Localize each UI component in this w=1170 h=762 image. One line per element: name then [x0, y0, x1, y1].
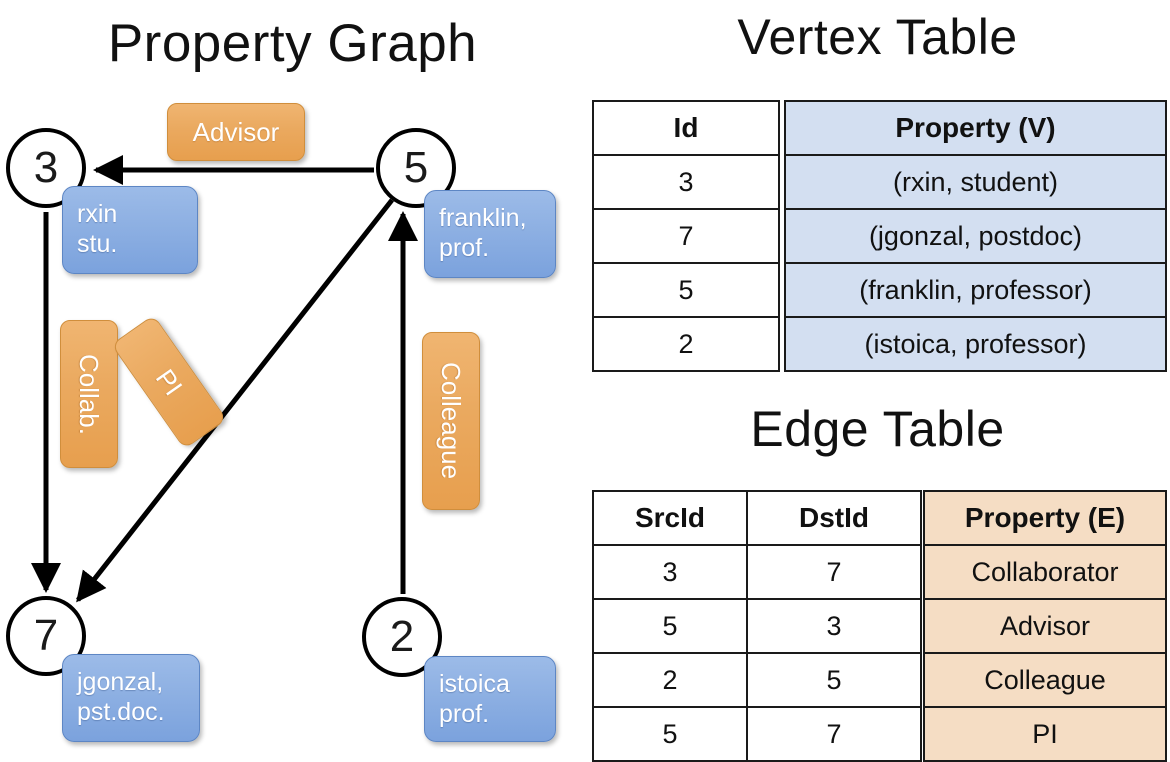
table-row: Advisor	[923, 598, 1167, 654]
node-property-box-rxin: rxin stu.	[62, 186, 198, 274]
table-row: (rxin, student)	[784, 154, 1167, 210]
edge-cell-dstid: 5	[746, 652, 922, 708]
vertex-cell-property: (franklin, professor)	[784, 262, 1167, 318]
node-property-jgonzal-line2: pst.doc.	[77, 698, 165, 726]
edge-cell-property: Collaborator	[923, 544, 1167, 600]
edge-cell-dstid: 7	[746, 544, 922, 600]
table-header-row: Id	[592, 100, 780, 156]
edge-cell-dstid: 3	[746, 598, 922, 654]
vertex-cell-property: (jgonzal, postdoc)	[784, 208, 1167, 264]
table-row: 5 3	[592, 598, 922, 654]
vertex-header-id: Id	[592, 100, 780, 156]
edge-label-advisor-text: Advisor	[192, 116, 280, 147]
vertex-cell-property: (istoica, professor)	[784, 316, 1167, 372]
table-row: 7	[592, 208, 780, 264]
node-property-istoica-line2: prof.	[439, 700, 490, 728]
edge-cell-srcid: 5	[592, 706, 748, 762]
node-property-franklin-line1: franklin,	[439, 204, 527, 232]
property-graph-diagram: Advisor Collab. PI Colleague 3 5 7 2 rxi…	[0, 0, 585, 760]
table-row: 2 5	[592, 652, 922, 708]
table-row: (franklin, professor)	[784, 262, 1167, 318]
edge-label-collab: Collab.	[60, 320, 118, 468]
graph-node-5-label: 5	[403, 143, 429, 192]
graph-edges-layer	[31, 155, 418, 603]
vertex-cell-id: 3	[592, 154, 780, 210]
table-row: 3	[592, 154, 780, 210]
vertex-header-property: Property (V)	[784, 100, 1167, 156]
table-row: (jgonzal, postdoc)	[784, 208, 1167, 264]
edge-cell-srcid: 5	[592, 598, 748, 654]
vertex-table-id-column: Id 3 7 5 2	[592, 100, 780, 372]
page-title-edge-table: Edge Table	[750, 401, 1005, 457]
graph-node-5[interactable]: 5	[376, 128, 456, 208]
table-header-row: SrcId DstId	[592, 490, 922, 546]
vertex-cell-id: 7	[592, 208, 780, 264]
edge-table-key-columns: SrcId DstId 3 7 5 3 2 5 5 7	[592, 490, 922, 762]
table-row: PI	[923, 706, 1167, 762]
table-row: 5	[592, 262, 780, 318]
node-property-rxin-line2: stu.	[77, 230, 118, 258]
graph-node-3-label: 3	[33, 143, 59, 192]
edge-cell-dstid: 7	[746, 706, 922, 762]
table-row: 2	[592, 316, 780, 372]
node-property-franklin-line2: prof.	[439, 234, 490, 262]
edge-cell-property: Colleague	[923, 652, 1167, 708]
page-title-property-graph: Property Graph	[107, 14, 478, 73]
node-property-rxin-line1: rxin	[77, 200, 118, 228]
node-property-box-jgonzal: jgonzal, pst.doc.	[62, 654, 200, 742]
graph-node-2-label: 2	[389, 612, 415, 661]
graph-node-7-label: 7	[33, 611, 59, 660]
edge-cell-property: PI	[923, 706, 1167, 762]
page-title-vertex-table: Vertex Table	[737, 9, 1018, 65]
edge-label-colleague: Colleague	[422, 332, 480, 510]
vertex-cell-id: 2	[592, 316, 780, 372]
edge-label-colleague-text: Colleague	[436, 362, 466, 480]
edge-label-collab-text: Collab.	[74, 353, 104, 435]
node-property-box-istoica: istoica prof.	[424, 656, 556, 742]
edge-label-advisor: Advisor	[167, 103, 305, 161]
vertex-cell-property: (rxin, student)	[784, 154, 1167, 210]
table-header-row: Property (E)	[923, 490, 1167, 546]
table-row: 3 7	[592, 544, 922, 600]
node-property-jgonzal-line1: jgonzal,	[77, 668, 164, 696]
table-row: Collaborator	[923, 544, 1167, 600]
graph-node-2[interactable]: 2	[362, 597, 442, 677]
node-property-box-franklin: franklin, prof.	[424, 190, 556, 278]
vertex-cell-id: 5	[592, 262, 780, 318]
vertex-table-property-column: Property (V) (rxin, student) (jgonzal, p…	[784, 100, 1167, 372]
table-row: Colleague	[923, 652, 1167, 708]
edge-5-to-7-pi	[76, 198, 394, 603]
table-row: (istoica, professor)	[784, 316, 1167, 372]
edge-header-srcid: SrcId	[592, 490, 748, 546]
edge-header-dstid: DstId	[746, 490, 922, 546]
node-property-istoica-line1: istoica	[439, 670, 510, 698]
edge-table-property-column: Property (E) Collaborator Advisor Collea…	[923, 490, 1167, 762]
edge-header-property: Property (E)	[923, 490, 1167, 546]
edge-cell-property: Advisor	[923, 598, 1167, 654]
edge-cell-srcid: 2	[592, 652, 748, 708]
table-row: 5 7	[592, 706, 922, 762]
table-header-row: Property (V)	[784, 100, 1167, 156]
edge-cell-srcid: 3	[592, 544, 748, 600]
edge-label-pi-text: PI	[149, 363, 189, 401]
